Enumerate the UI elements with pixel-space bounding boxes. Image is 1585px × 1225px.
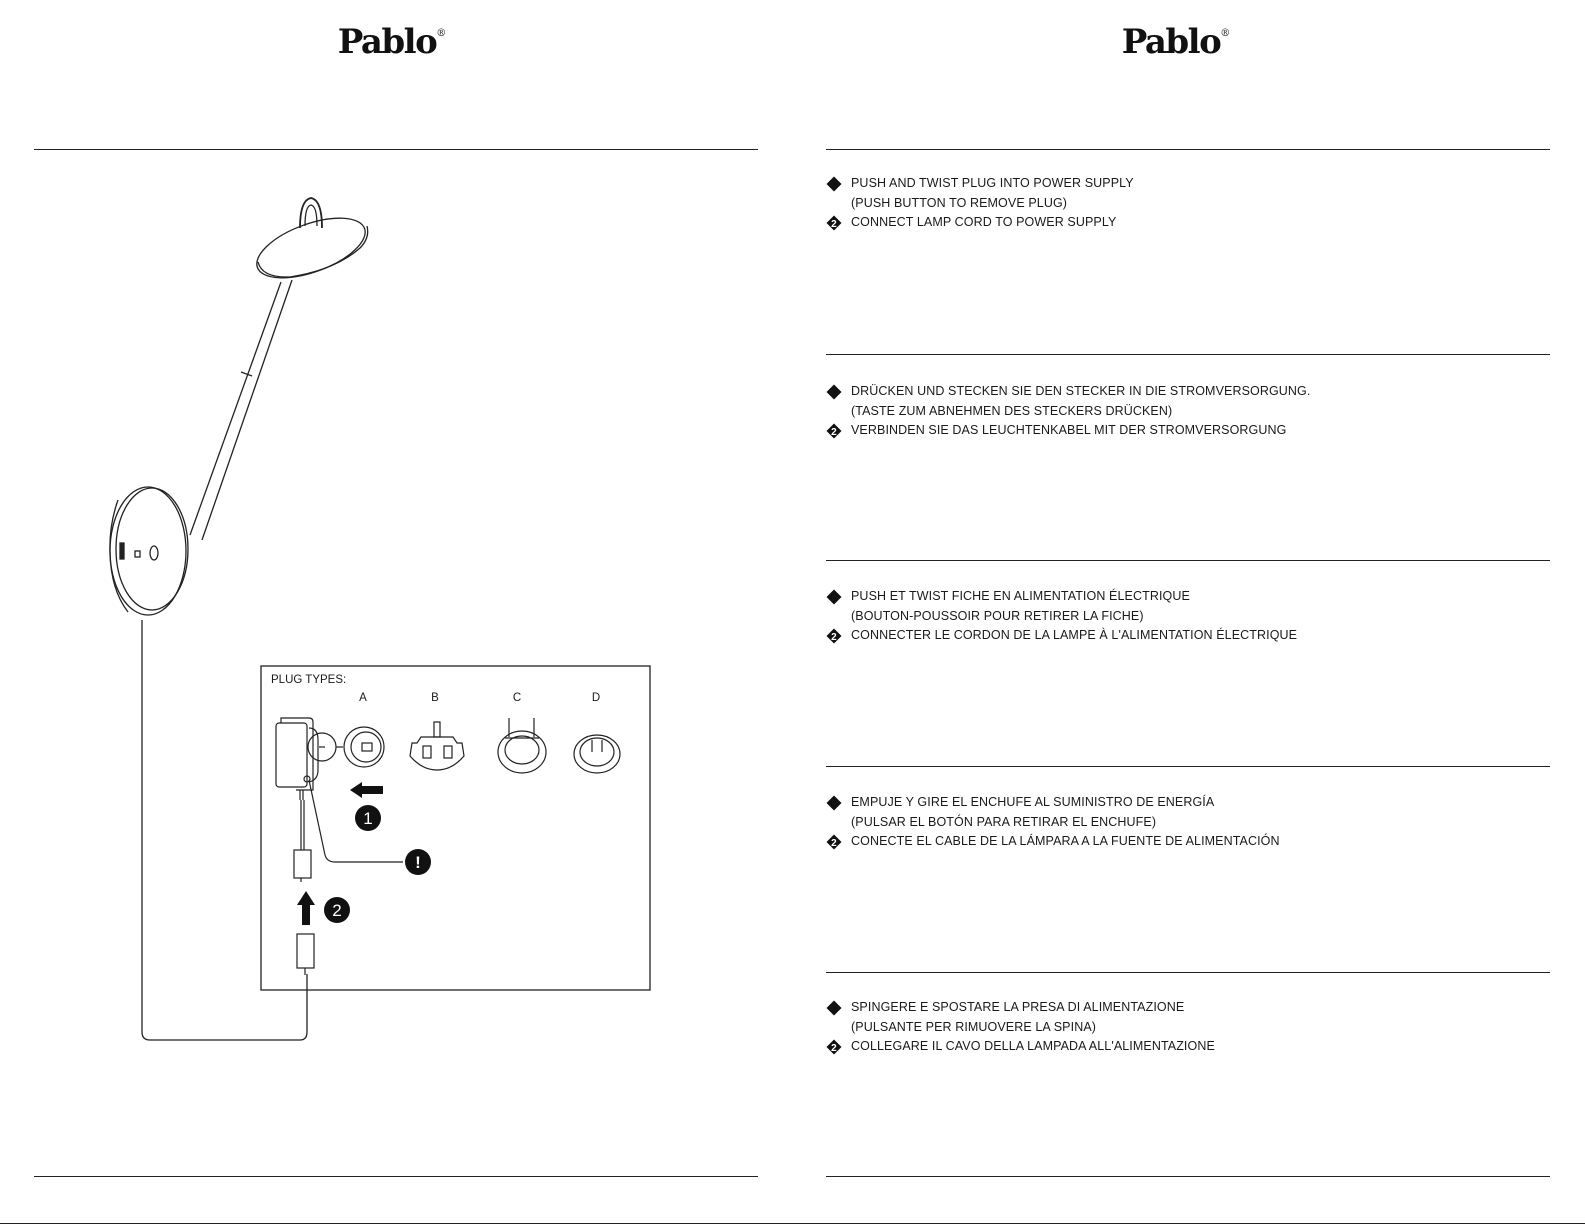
divider-bottom-right bbox=[826, 1176, 1550, 1177]
divider-section-5 bbox=[826, 972, 1550, 973]
callout-step-2: 2 bbox=[324, 897, 350, 923]
diamond-bullet-icon bbox=[826, 589, 842, 605]
instruction-section-german: DRÜCKEN UND STECKEN SIE DEN STECKER IN D… bbox=[826, 382, 1546, 441]
step-2-line: 2 VERBINDEN SIE DAS LEUCHTENKABEL MIT DE… bbox=[826, 421, 1546, 441]
numbered-diamond-2-icon: 2 bbox=[826, 215, 842, 231]
page-edge-line bbox=[0, 1223, 1585, 1224]
numbered-diamond-2-icon: 2 bbox=[826, 423, 842, 439]
instruction-section-english: PUSH AND TWIST PLUG INTO POWER SUPPLY (P… bbox=[826, 174, 1546, 233]
arrow-left-icon bbox=[350, 782, 383, 798]
step-1-note: (BOUTON-POUSSOIR POUR RETIRER LA FICHE) bbox=[851, 608, 1144, 623]
plug-type-c-icon bbox=[497, 718, 547, 774]
step-1-line: SPINGERE E SPOSTARE LA PRESA DI ALIMENTA… bbox=[826, 998, 1546, 1018]
step-1-line: PUSH AND TWIST PLUG INTO POWER SUPPLY bbox=[826, 174, 1546, 194]
step-1-note-line: (TASTE ZUM ABNEHMEN DES STECKERS DRÜCKEN… bbox=[826, 402, 1546, 422]
numbered-diamond-2-icon: 2 bbox=[826, 834, 842, 850]
step-1-note-line: (PUSH BUTTON TO REMOVE PLUG) bbox=[826, 194, 1546, 214]
step-1-note-line: (BOUTON-POUSSOIR POUR RETIRER LA FICHE) bbox=[826, 607, 1546, 627]
plug-type-d-icon bbox=[573, 734, 621, 774]
instruction-section-spanish: EMPUJE Y GIRE EL ENCHUFE AL SUMINISTRO D… bbox=[826, 793, 1546, 852]
lamp-cord-icon bbox=[141, 620, 308, 1041]
step-1-text: SPINGERE E SPOSTARE LA PRESA DI ALIMENTA… bbox=[851, 1000, 1185, 1014]
svg-text:2: 2 bbox=[831, 219, 837, 230]
step-2-text: CONNECT LAMP CORD TO POWER SUPPLY bbox=[851, 215, 1117, 229]
step-2-text: CONECTE EL CABLE DE LA LÁMPARA A LA FUEN… bbox=[851, 834, 1280, 848]
plug-types-label: PLUG TYPES: bbox=[271, 674, 347, 686]
callout-warning-label: ! bbox=[415, 853, 421, 872]
step-1-note: (PUSH BUTTON TO REMOVE PLUG) bbox=[851, 195, 1068, 210]
divider-top-left bbox=[34, 149, 758, 150]
step-2-line: 2 COLLEGARE IL CAVO DELLA LAMPADA ALL'AL… bbox=[826, 1037, 1546, 1057]
warning-leader-line bbox=[308, 779, 403, 863]
step-2-text: COLLEGARE IL CAVO DELLA LAMPADA ALL'ALIM… bbox=[851, 1039, 1215, 1053]
callout-step-1: 1 bbox=[355, 805, 381, 831]
diamond-bullet-icon bbox=[826, 1000, 842, 1016]
divider-section-3 bbox=[826, 560, 1550, 561]
plug-types-box bbox=[260, 665, 651, 991]
numbered-diamond-2-icon: 2 bbox=[826, 628, 842, 644]
svg-text:2: 2 bbox=[831, 427, 837, 438]
diamond-bullet-icon bbox=[826, 176, 842, 192]
plug-type-b-icon bbox=[409, 721, 465, 771]
divider-top-right bbox=[826, 149, 1550, 150]
step-2-line: 2 CONECTE EL CABLE DE LA LÁMPARA A LA FU… bbox=[826, 832, 1546, 852]
cord-connector-icon bbox=[296, 933, 315, 975]
instruction-section-french: PUSH ET TWIST FICHE EN ALIMENTATION ÉLEC… bbox=[826, 587, 1546, 646]
step-1-line: DRÜCKEN UND STECKEN SIE DEN STECKER IN D… bbox=[826, 382, 1546, 402]
step-2-line: 2 CONNECT LAMP CORD TO POWER SUPPLY bbox=[826, 213, 1546, 233]
step-1-text: EMPUJE Y GIRE EL ENCHUFE AL SUMINISTRO D… bbox=[851, 795, 1215, 809]
diamond-bullet-icon bbox=[826, 795, 842, 811]
step-2-line: 2 CONNECTER LE CORDON DE LA LAMPE À L'AL… bbox=[826, 626, 1546, 646]
callout-step-2-label: 2 bbox=[332, 901, 341, 920]
svg-text:2: 2 bbox=[831, 632, 837, 643]
lamp-head-icon bbox=[256, 197, 369, 279]
svg-text:2: 2 bbox=[831, 838, 837, 849]
callout-warning-icon: ! bbox=[405, 849, 431, 875]
divider-section-4 bbox=[826, 766, 1550, 767]
diamond-bullet-icon bbox=[826, 384, 842, 400]
divider-bottom-left bbox=[34, 1176, 758, 1177]
step-1-note-line: (PULSAR EL BOTÓN PARA RETIRAR EL ENCHUFE… bbox=[826, 813, 1546, 833]
step-1-note: (TASTE ZUM ABNEHMEN DES STECKERS DRÜCKEN… bbox=[851, 403, 1173, 418]
step-1-text: PUSH AND TWIST PLUG INTO POWER SUPPLY bbox=[851, 176, 1134, 190]
brand-logo-right: Pablo® bbox=[1121, 22, 1231, 62]
power-supply-icon bbox=[275, 717, 337, 882]
step-1-text: DRÜCKEN UND STECKEN SIE DEN STECKER IN D… bbox=[851, 384, 1311, 398]
divider-section-2 bbox=[826, 354, 1550, 355]
step-2-text: VERBINDEN SIE DAS LEUCHTENKABEL MIT DER … bbox=[851, 423, 1287, 437]
step-1-line: EMPUJE Y GIRE EL ENCHUFE AL SUMINISTRO D… bbox=[826, 793, 1546, 813]
instruction-section-italian: SPINGERE E SPOSTARE LA PRESA DI ALIMENTA… bbox=[826, 998, 1546, 1057]
plug-letter-b: B bbox=[431, 692, 439, 704]
arrow-up-icon bbox=[297, 891, 315, 925]
numbered-diamond-2-icon: 2 bbox=[826, 1039, 842, 1055]
brand-logo-left: Pablo® bbox=[337, 22, 447, 62]
plug-letter-d: D bbox=[591, 692, 601, 704]
step-2-text: CONNECTER LE CORDON DE LA LAMPE À L'ALIM… bbox=[851, 628, 1298, 642]
lamp-arm-icon bbox=[189, 279, 293, 541]
callout-step-1-label: 1 bbox=[363, 809, 372, 828]
step-1-text: PUSH ET TWIST FICHE EN ALIMENTATION ÉLEC… bbox=[851, 589, 1190, 603]
step-1-note-line: (PULSANTE PER RIMUOVERE LA SPINA) bbox=[826, 1018, 1546, 1038]
lamp-wall-base-icon bbox=[109, 486, 189, 616]
plug-letter-c: C bbox=[512, 692, 522, 704]
plug-letter-a: A bbox=[359, 692, 367, 704]
plug-type-a-icon bbox=[336, 726, 385, 768]
step-1-note: (PULSAR EL BOTÓN PARA RETIRAR EL ENCHUFE… bbox=[851, 814, 1157, 829]
step-1-line: PUSH ET TWIST FICHE EN ALIMENTATION ÉLEC… bbox=[826, 587, 1546, 607]
step-1-note: (PULSANTE PER RIMUOVERE LA SPINA) bbox=[851, 1019, 1097, 1034]
svg-text:2: 2 bbox=[831, 1043, 837, 1054]
